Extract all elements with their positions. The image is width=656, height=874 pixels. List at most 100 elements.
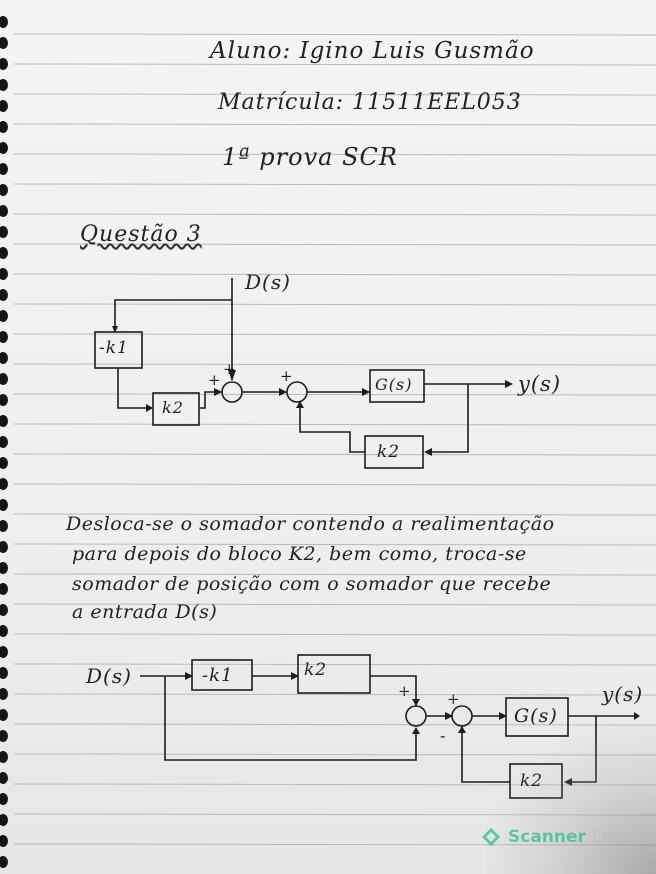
exam-title: 1ª prova SCR (222, 143, 398, 171)
d2-output-label: y(s) (602, 682, 644, 706)
binding-hole (0, 142, 8, 154)
ruled-line (13, 123, 656, 126)
ruled-line (13, 603, 656, 606)
ruled-line (13, 213, 656, 216)
binding-hole (0, 331, 8, 343)
watermark-brand-suffix: Lens (591, 827, 632, 847)
k2-to-summer1 (199, 391, 222, 409)
d1-k2-feedback-label: k2 (377, 442, 401, 462)
d2-neg-k1-label: -k1 (202, 665, 234, 686)
binding-hole (0, 856, 8, 868)
binding-hole (0, 667, 8, 679)
explanation-line-2: para depois do bloco K2, bem como, troca… (72, 543, 527, 565)
scanner-logo-icon (481, 827, 501, 847)
student-name: Aluno: Igino Luis Gusmão (210, 38, 535, 64)
ruled-line (13, 33, 656, 36)
binding-hole (0, 310, 8, 322)
binding-hole (0, 793, 8, 805)
binding-hole (0, 814, 8, 826)
ruled-line (13, 573, 656, 576)
d-bypass-path (164, 676, 417, 761)
block-diagram-1 (94, 278, 505, 469)
scan-shadow (486, 724, 656, 874)
ruled-line (13, 93, 656, 96)
d2-sign-plus-a: + (398, 682, 412, 700)
binding-hole (0, 268, 8, 280)
binding-hole (0, 520, 8, 532)
ruled-line (13, 693, 656, 696)
binding-hole (0, 247, 8, 259)
binding-hole (0, 163, 8, 175)
binding-hole (0, 373, 8, 385)
binding-hole (0, 541, 8, 553)
d2-k2-forward-label: k2 (304, 660, 328, 680)
binding-hole (0, 709, 8, 721)
d1-k2-forward-label: k2 (162, 398, 184, 417)
ruled-line (13, 663, 656, 666)
binding-hole (0, 352, 8, 364)
d1-sign-plus-c: + (280, 367, 294, 385)
ruled-line (13, 633, 656, 636)
branch-to-neg-k1 (114, 299, 232, 332)
ruled-line (13, 483, 656, 486)
feedback-to-summer2 (299, 402, 365, 453)
binding-hole (0, 562, 8, 574)
binding-hole (0, 100, 8, 112)
ruled-line (13, 273, 656, 276)
explanation-line-1: Desloca-se o somador contendo a realimen… (66, 513, 555, 535)
summer-1 (221, 381, 243, 403)
ruled-line (13, 363, 656, 366)
k2-to-summer-a (370, 675, 417, 706)
d1-sign-plus-b: + (223, 360, 237, 378)
neg-k1-to-k2 (117, 368, 153, 409)
ruled-line (13, 333, 656, 336)
d2-g-label: G(s) (514, 705, 558, 727)
binding-hole (0, 58, 8, 70)
binding-hole (0, 289, 8, 301)
d1-input-label: D(s) (245, 270, 291, 294)
ruled-line (13, 63, 656, 66)
binding-hole (0, 394, 8, 406)
explanation-line-4: a entrada D(s) (72, 601, 218, 623)
ruled-line (13, 513, 656, 516)
binding-hole (0, 583, 8, 595)
block-k2-forward-2 (297, 654, 371, 694)
block-k2-forward (152, 392, 200, 426)
block-neg-k1-2 (191, 659, 253, 691)
ruled-line (13, 423, 656, 426)
feedback-path (428, 384, 469, 453)
d1-output-label: y(s) (518, 372, 562, 396)
binding-hole (0, 646, 8, 658)
binding-hole (0, 772, 8, 784)
binding-hole (0, 16, 8, 28)
ruled-line (13, 183, 656, 186)
binding-hole (0, 604, 8, 616)
question-title: Questão 3 (80, 222, 202, 247)
ruled-line (13, 393, 656, 396)
summer-2 (286, 381, 308, 403)
binding-hole (0, 415, 8, 427)
ruled-line (13, 243, 656, 246)
explanation-line-3: somador de posição com o somador que rec… (72, 573, 552, 595)
binding-hole (0, 457, 8, 469)
binding-hole (0, 835, 8, 847)
d2-sign-minus: - (440, 726, 447, 745)
ruled-line (13, 543, 656, 546)
student-id: Matrícula: 11511EEL053 (218, 90, 522, 115)
summer-b (451, 705, 473, 727)
d1-neg-k1-label: -k1 (99, 338, 129, 358)
binding-hole (0, 751, 8, 763)
binding-hole (0, 121, 8, 133)
d1-g-label: G(s) (375, 375, 413, 394)
ruled-line (13, 453, 656, 456)
binding-hole (0, 226, 8, 238)
binding-hole (0, 79, 8, 91)
ruled-line (13, 153, 656, 156)
binding-hole (0, 730, 8, 742)
binding-hole (0, 499, 8, 511)
binding-hole (0, 625, 8, 637)
binding-hole (0, 436, 8, 448)
d2-sign-plus-b: + (447, 690, 461, 708)
